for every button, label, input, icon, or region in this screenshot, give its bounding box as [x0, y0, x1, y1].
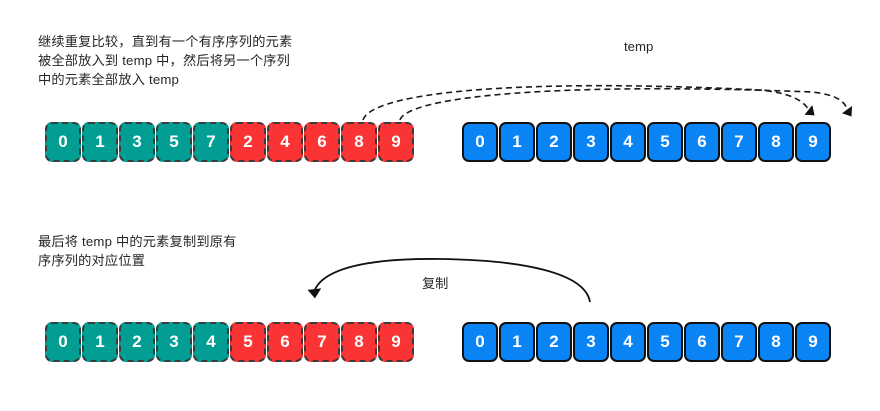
array-cell: 8 — [341, 122, 377, 162]
array-cell: 9 — [378, 322, 414, 362]
array-cell: 0 — [45, 122, 81, 162]
annotation-text-bottom: 最后将 temp 中的元素复制到原有 序序列的对应位置 — [38, 234, 237, 268]
copy-arrow-label: 复制 — [422, 276, 449, 291]
array-cell: 7 — [193, 122, 229, 162]
array-cell: 7 — [721, 322, 757, 362]
array-cell: 2 — [536, 322, 572, 362]
array-cell: 5 — [230, 322, 266, 362]
array-cell: 3 — [119, 122, 155, 162]
array-cell: 7 — [304, 322, 340, 362]
array-cell: 1 — [82, 322, 118, 362]
array-cell: 7 — [721, 122, 757, 162]
array-cell: 5 — [647, 122, 683, 162]
array-cell: 6 — [267, 322, 303, 362]
array-cell: 2 — [536, 122, 572, 162]
array-cell: 5 — [647, 322, 683, 362]
array-cell: 3 — [156, 322, 192, 362]
array-cell: 6 — [684, 322, 720, 362]
array-cell: 4 — [610, 122, 646, 162]
array-cell: 2 — [119, 322, 155, 362]
arrow-move-9 — [399, 87, 853, 121]
array-cell: 4 — [267, 122, 303, 162]
array-cell: 3 — [573, 122, 609, 162]
array-cell: 8 — [758, 122, 794, 162]
array-cell: 6 — [304, 122, 340, 162]
array-cell: 6 — [684, 122, 720, 162]
array-cell: 0 — [462, 322, 498, 362]
array-cell: 8 — [341, 322, 377, 362]
array-cell: 1 — [499, 122, 535, 162]
array-cell: 8 — [758, 322, 794, 362]
arrow-move-8 — [362, 84, 815, 121]
array-cell: 3 — [573, 322, 609, 362]
temp-array-label: temp — [624, 39, 654, 54]
array-cell: 0 — [462, 122, 498, 162]
array-cell: 1 — [499, 322, 535, 362]
array-cell: 9 — [795, 122, 831, 162]
array-cell: 1 — [82, 122, 118, 162]
array-cell: 0 — [45, 322, 81, 362]
array-cell: 9 — [795, 322, 831, 362]
array-cell: 4 — [610, 322, 646, 362]
annotation-text-top: 继续重复比较，直到有一个有序序列的元素 被全部放入到 temp 中，然后将另一个… — [38, 34, 293, 87]
array-cell: 9 — [378, 122, 414, 162]
array-cell: 2 — [230, 122, 266, 162]
array-cell: 5 — [156, 122, 192, 162]
array-cell: 4 — [193, 322, 229, 362]
